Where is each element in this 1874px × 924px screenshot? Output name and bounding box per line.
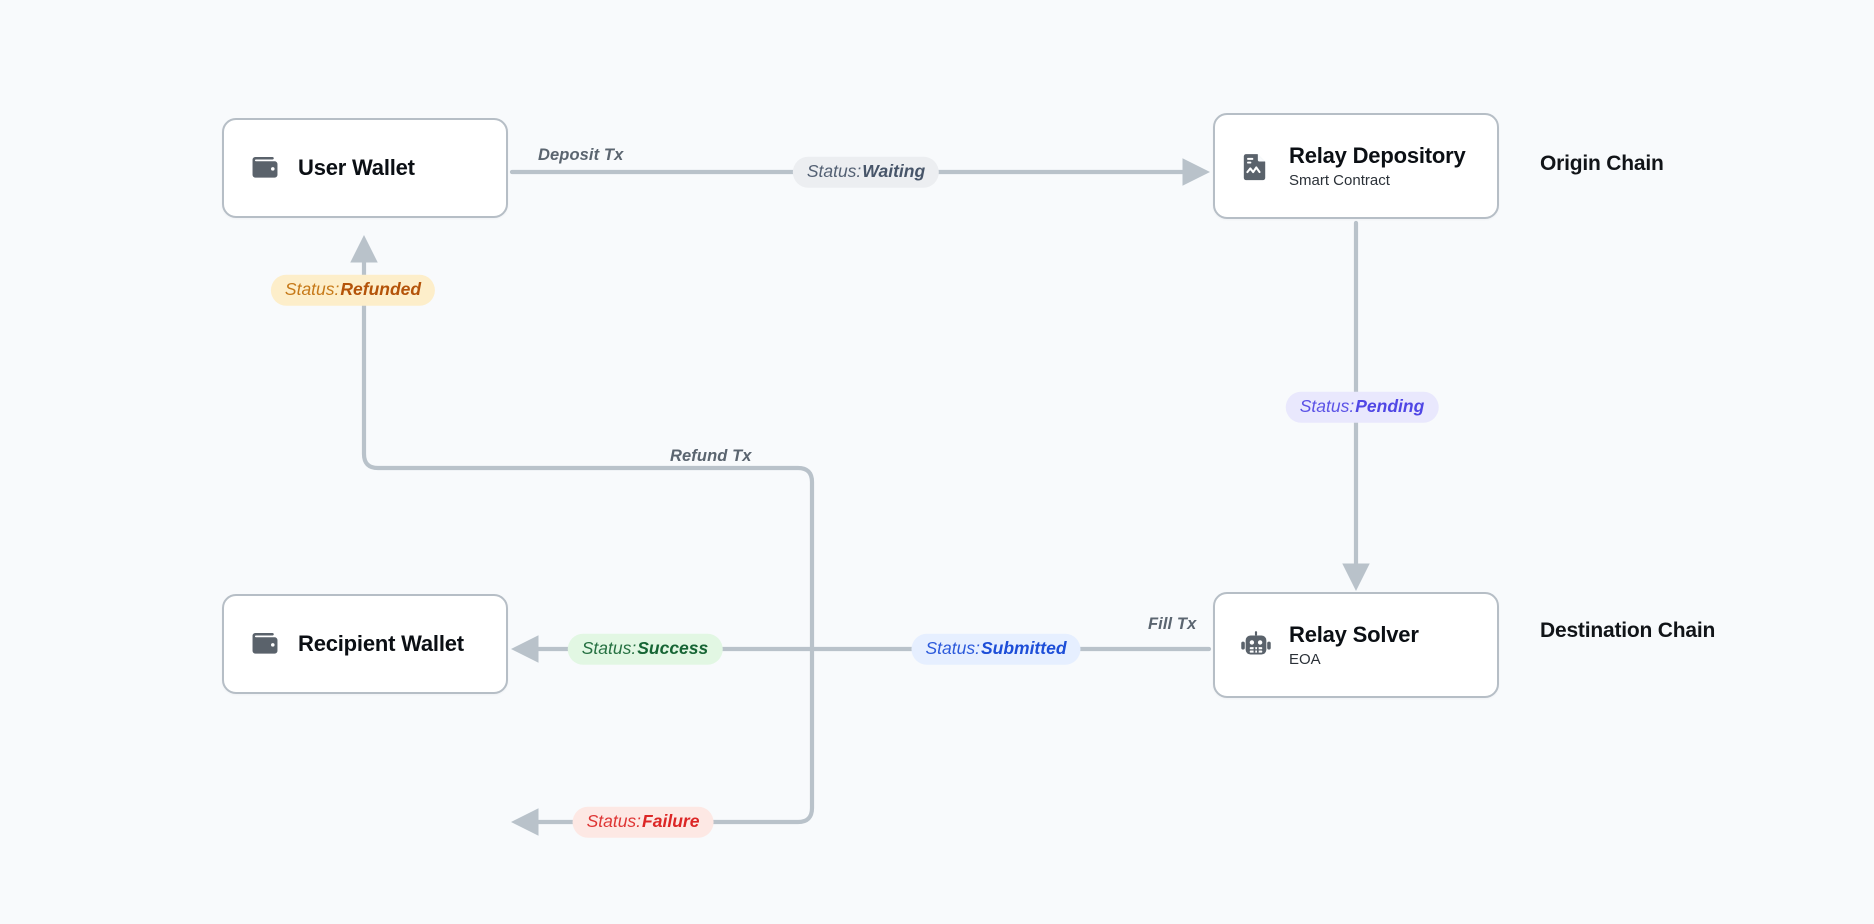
edge-caption-deposit-tx: Deposit Tx [538,146,624,164]
status-badge-submitted[interactable]: Status:Submitted [911,633,1081,665]
contract-document-icon [1243,154,1266,181]
robot-icon [1241,631,1271,655]
node-relay-solver[interactable]: Relay Solver EOA [1213,592,1499,698]
status-label: Status: [284,278,340,299]
node-text: Recipient Wallet [298,631,464,656]
status-value: Pending [1355,395,1425,416]
lane-label-origin-chain: Origin Chain [1540,152,1664,175]
lane-label-destination-chain: Destination Chain [1540,619,1716,642]
node-recipient-wallet[interactable]: Recipient Wallet [222,594,508,694]
edge-caption-fill-tx: Fill Tx [1148,615,1197,633]
node-title: Relay Depository [1289,143,1466,169]
edge-failure-path [511,646,815,836]
status-value: Refunded [340,278,422,299]
status-badge-failure[interactable]: Status:Failure [572,806,714,838]
status-badge-refunded[interactable]: Status:Refunded [270,274,436,306]
node-title: User Wallet [298,155,415,181]
status-badge-waiting[interactable]: Status:Waiting [792,156,940,188]
status-badge-pending[interactable]: Status:Pending [1285,391,1439,423]
status-value: Success [637,637,709,658]
status-label: Status: [1299,395,1355,416]
node-relay-depository[interactable]: Relay Depository Smart Contract [1213,113,1499,219]
node-user-wallet[interactable]: User Wallet [222,118,508,218]
status-label: Status: [925,637,980,658]
status-value: Waiting [862,160,926,181]
node-text: Relay Depository Smart Contract [1289,143,1466,189]
edge-refund-path [350,235,815,652]
status-label: Status: [586,810,642,831]
status-label: Status: [806,160,862,181]
wallet-icon [252,632,278,654]
node-text: User Wallet [298,155,415,180]
node-title: Relay Solver [1289,622,1419,648]
node-text: Relay Solver EOA [1289,622,1419,668]
status-label: Status: [581,637,637,658]
status-value: Failure [642,810,700,831]
node-title: Recipient Wallet [298,631,464,657]
status-value: Submitted [980,637,1067,658]
node-subtitle: EOA [1289,650,1321,668]
status-badge-success[interactable]: Status:Success [567,633,723,665]
node-subtitle: Smart Contract [1289,171,1390,189]
edge-caption-refund-tx: Refund Tx [670,447,752,465]
wallet-icon [252,156,278,178]
